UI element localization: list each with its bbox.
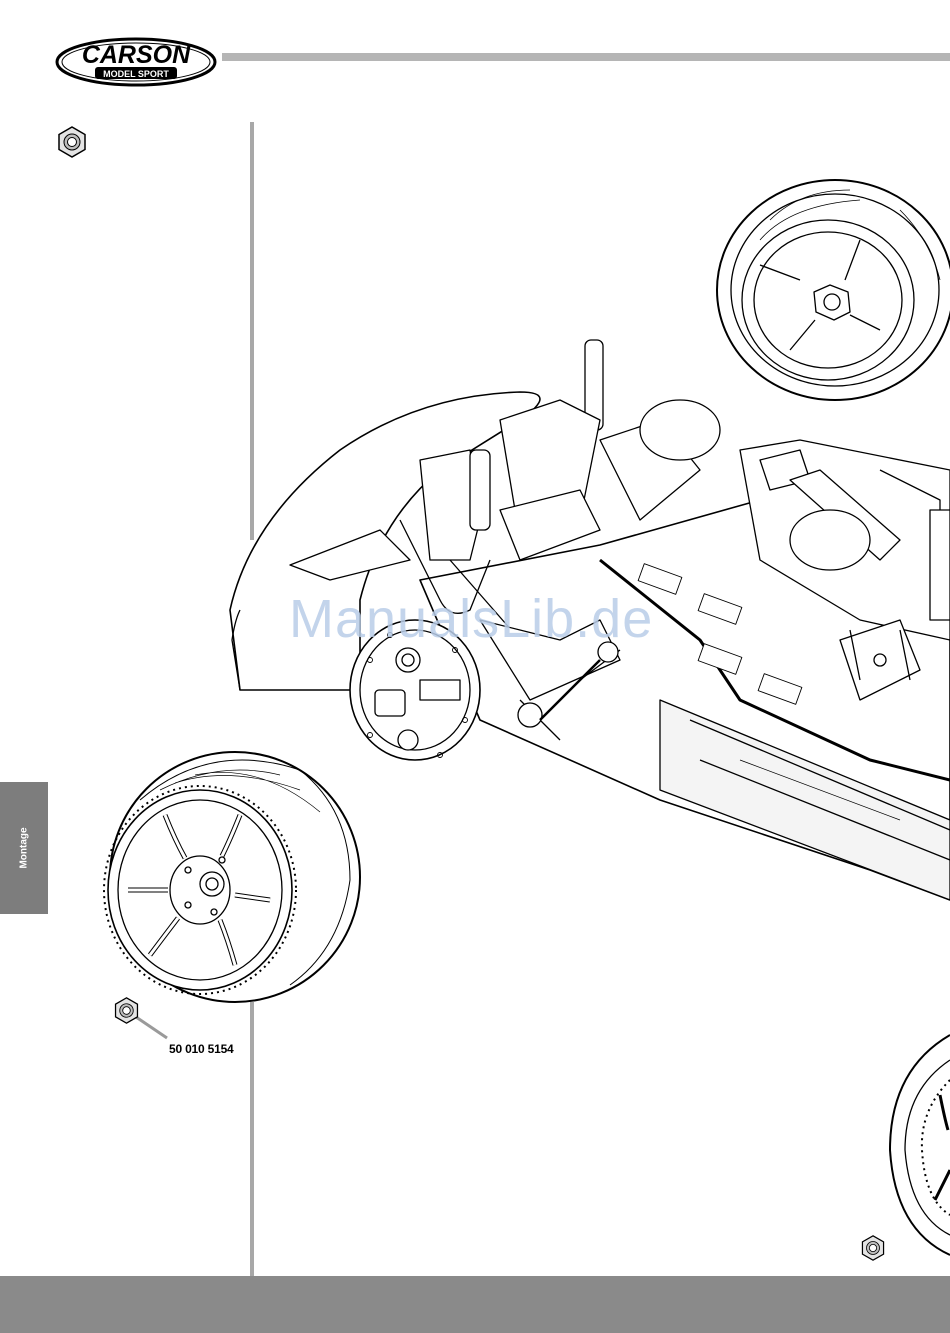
footer-bar xyxy=(0,1276,950,1333)
wheel-lower-right xyxy=(890,1035,950,1255)
wheel-left xyxy=(104,752,360,1002)
part-number-label: 50 010 5154 xyxy=(169,1042,234,1056)
wheel-upper-right xyxy=(717,180,950,400)
hex-nut-icon xyxy=(113,997,140,1024)
watermark: ManualsLib.de xyxy=(289,588,653,650)
hex-nut-icon xyxy=(860,1235,886,1261)
